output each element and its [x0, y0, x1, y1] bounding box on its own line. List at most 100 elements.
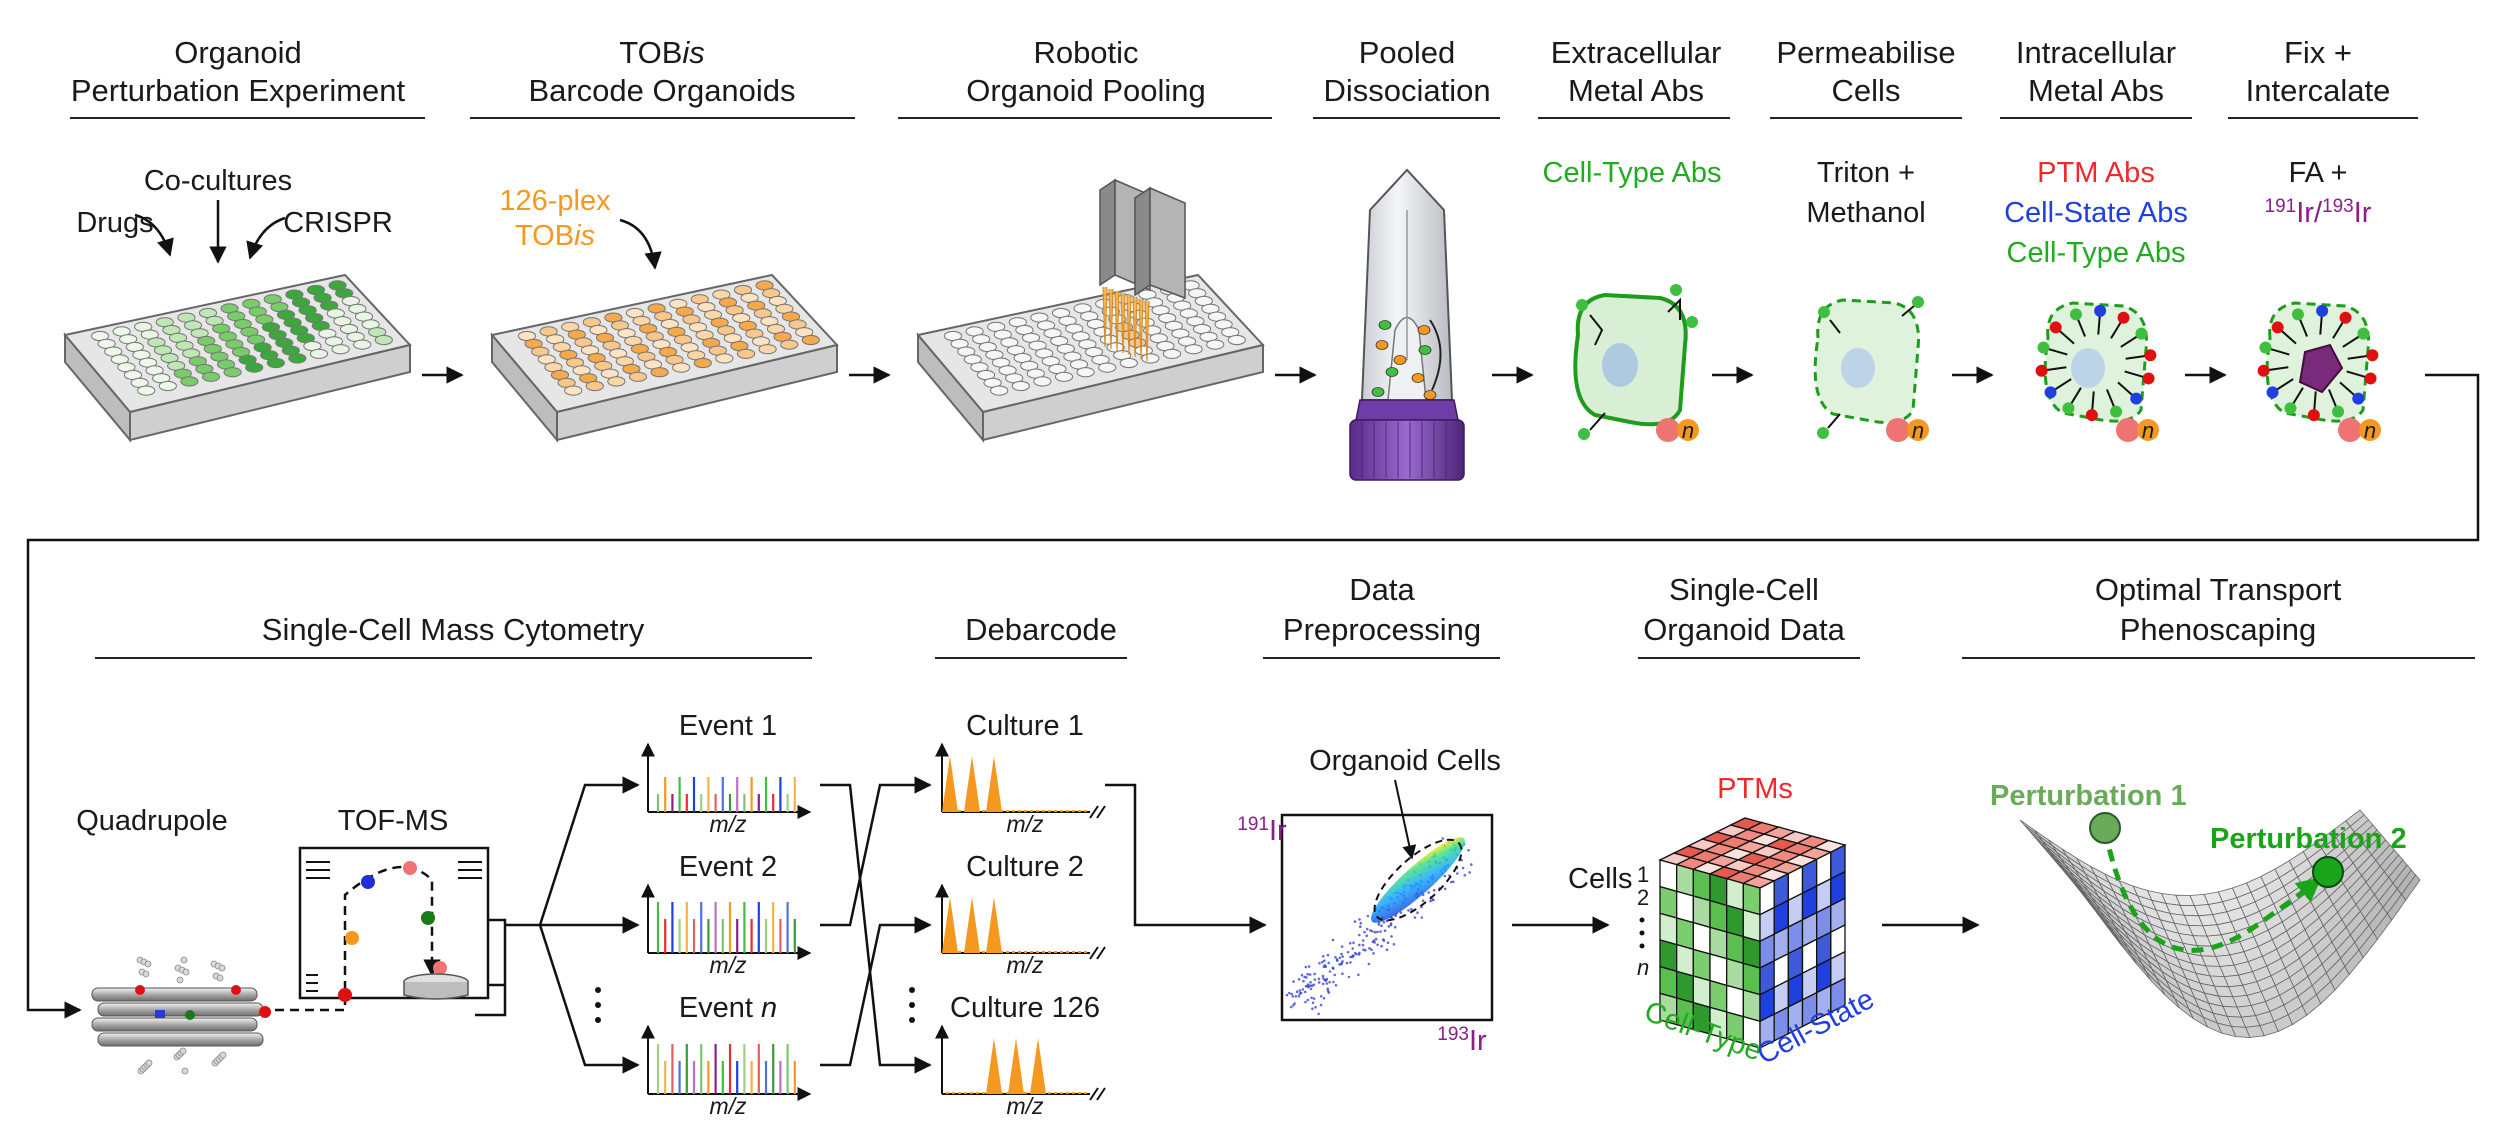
scatter-point: [1295, 990, 1299, 993]
scatter-point: [1326, 989, 1330, 993]
barcode-peak: [1008, 1038, 1024, 1094]
scatter-point: [1328, 970, 1332, 973]
methanol-label: Methanol: [1806, 197, 1925, 229]
well: [223, 367, 242, 378]
scatter-point: [1327, 961, 1330, 965]
cube-cell: [1676, 890, 1694, 924]
step7-title-line1: Intracellular: [2016, 35, 2176, 70]
y-axis-ir191: 191Ir: [1237, 814, 1287, 847]
cube-cell: [1742, 962, 1761, 996]
scatter-point: [1372, 952, 1375, 955]
antibody-tag: [2332, 405, 2345, 418]
antibody-cluster-2: [2257, 304, 2379, 422]
scatter-point: [1300, 973, 1304, 977]
tube-cell: [1411, 373, 1425, 383]
scatter-point: [1349, 955, 1352, 959]
ion-dot: [181, 1067, 189, 1075]
pipette-tips: [1102, 286, 1150, 362]
scatter-point: [1309, 987, 1313, 991]
scatter-point: [1340, 945, 1344, 948]
scatter-point: [1349, 961, 1352, 964]
scatter-point: [1432, 898, 1435, 902]
scatter-point: [1449, 880, 1453, 884]
phenoscaping-title-line1: Optimal Transport: [2095, 572, 2342, 607]
transport-path: [2102, 829, 2322, 953]
pipette-tip: [1120, 292, 1126, 354]
barcode-peak: [964, 897, 980, 953]
mz-label-e1: m/z: [709, 811, 747, 837]
event-1-spectrum: [641, 742, 812, 819]
plate-1: [63, 273, 412, 443]
tube-cell: [1378, 320, 1392, 330]
scatter-point: [1325, 982, 1329, 985]
scatter-point: [1332, 980, 1335, 984]
cell-icon-intracellular: n: [2035, 301, 2159, 443]
triton-label: Triton +: [1817, 157, 1915, 189]
well: [288, 353, 307, 364]
event-2-spectrum: [641, 883, 812, 960]
cube-cell: [1742, 989, 1761, 1023]
perturbation-1-label: Perturbation 1: [1990, 780, 2187, 812]
well: [607, 376, 626, 387]
step8-title-line1: Fix +: [2284, 35, 2352, 70]
well: [1098, 362, 1117, 373]
antibody-tag: [2069, 308, 2082, 321]
scatter-point: [1352, 941, 1355, 945]
tube-cell: [1385, 367, 1399, 377]
scatter-point: [1420, 916, 1424, 919]
pipette-tip: [1108, 288, 1114, 350]
scatter-point: [1331, 966, 1335, 970]
event-spectra: Event 1 Event 2 Event n m/z m/z m/z: [595, 710, 812, 1119]
cube-cell: [1659, 885, 1678, 919]
phenoscaping-title-line2: Phenoscaping: [2120, 612, 2317, 647]
scatter-point: [1399, 911, 1403, 914]
step6-title-line1: Permeabilise: [1776, 35, 1955, 70]
scatter-point: [1427, 891, 1430, 894]
perturbation-1-point: [2089, 812, 2121, 844]
perturbation-plate-panel: Co-cultures Drugs CRISPR: [63, 165, 464, 443]
scatter-point: [1292, 980, 1295, 983]
preprocessing-title-line2: Preprocessing: [1283, 612, 1481, 647]
tube-cell: [1393, 355, 1407, 365]
pipette-head-icon: [1099, 178, 1186, 362]
cell-type-abs-label: Cell-Type Abs: [1543, 157, 1722, 189]
cube-cell: [1676, 917, 1694, 951]
quadrupole-ions: [136, 956, 227, 1075]
scatter-point: [1443, 887, 1447, 891]
drugs-label: Drugs: [76, 207, 153, 239]
pipette-tip: [1102, 286, 1108, 348]
scatter-point: [1365, 934, 1368, 937]
cube-cell: [1709, 899, 1728, 933]
scatter-point: [1429, 899, 1432, 903]
cube-cell: [1692, 895, 1711, 929]
well: [353, 339, 372, 350]
scatter-point: [1307, 965, 1311, 968]
co-cultures-label: Co-cultures: [144, 165, 292, 197]
antibody-tag: [2144, 349, 2157, 362]
pipette-tip: [1114, 290, 1120, 352]
well: [693, 357, 712, 369]
barcode-peak: [942, 756, 958, 812]
scatter-point: [1288, 991, 1291, 995]
scatter-point: [1369, 929, 1372, 932]
mz-label-e2: m/z: [709, 952, 747, 978]
scatter-point: [1310, 996, 1313, 1000]
antibody-tag: [2049, 321, 2062, 334]
plate-2: [490, 273, 839, 443]
cube-cell: [1742, 935, 1761, 969]
scatter-point: [1326, 953, 1330, 957]
scatter-point: [1314, 1006, 1317, 1009]
tube-cell: [1417, 325, 1431, 335]
step-titles-top: Organoid Perturbation Experiment TOBis B…: [70, 35, 2418, 119]
scatter-point: [1341, 960, 1344, 963]
scatter-point: [1301, 988, 1305, 991]
antibody-tag: [2044, 386, 2057, 399]
antibody-tag: [2316, 304, 2329, 317]
well: [585, 380, 604, 392]
well: [374, 334, 393, 346]
step5-title-line2: Metal Abs: [1568, 73, 1704, 108]
antibody-tag: [2035, 364, 2048, 377]
scatter-point: [1341, 972, 1344, 975]
step4-title-line2: Dissociation: [1323, 73, 1490, 108]
antibody-tag: [2364, 372, 2377, 385]
